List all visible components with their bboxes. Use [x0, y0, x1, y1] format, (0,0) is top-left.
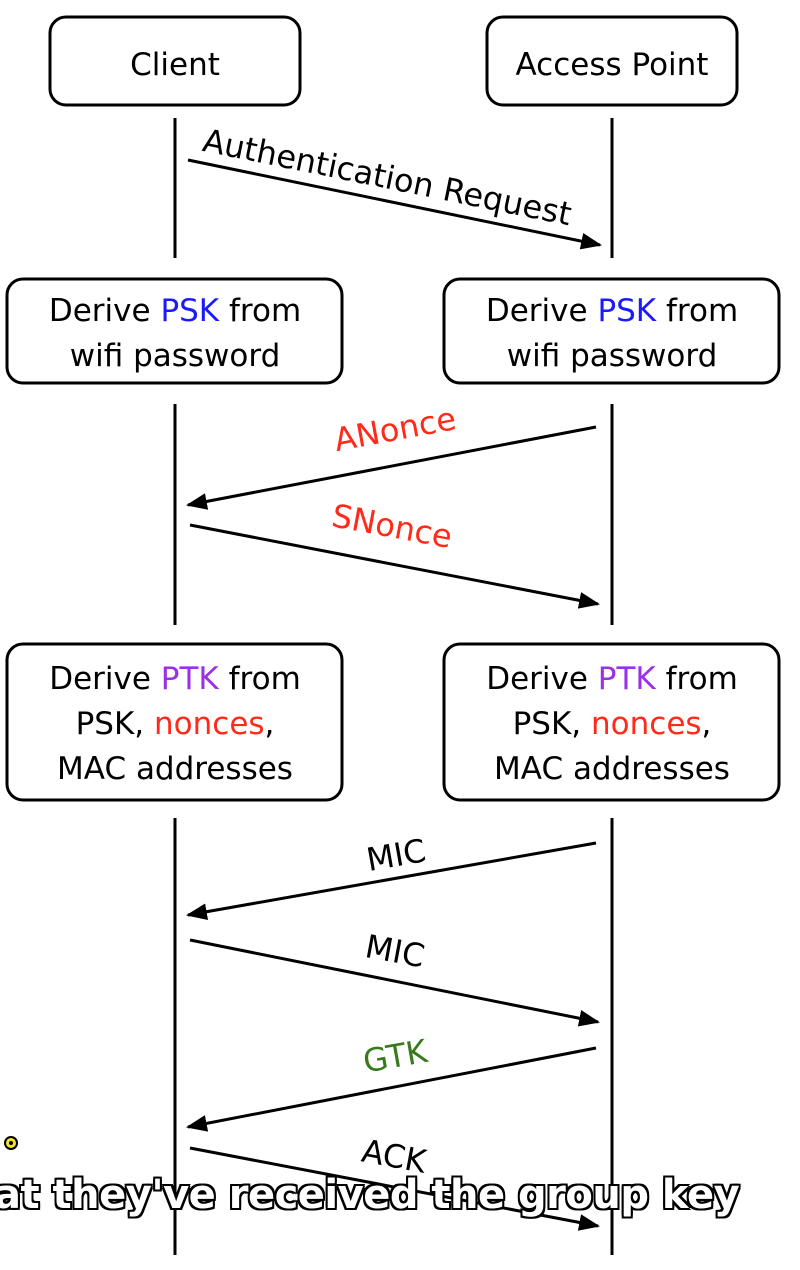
mic-1-arrow: [185, 841, 597, 920]
derive-psk-client-line1: Derive PSK from: [49, 293, 301, 329]
derive-ptk-ap-line1: Derive PTK from: [486, 661, 738, 697]
mic-2-arrow: [189, 938, 601, 1027]
derive-psk-client-line2: wifi password: [70, 338, 281, 374]
snonce-message: SNonce: [189, 496, 601, 609]
derive-ptk-ap-line3: MAC addresses: [494, 751, 730, 787]
mic-2-message: MIC: [189, 927, 601, 1027]
client-participant: Client: [48, 15, 302, 107]
auth-request-arrow: [187, 158, 603, 250]
derive-psk-ap-box: Derive PSK from wifi password: [442, 277, 781, 385]
caption-badge-icon: [4, 1136, 18, 1150]
ack-arrow: [189, 1146, 601, 1231]
snonce-label: SNonce: [329, 496, 455, 555]
auth-request-message: Authentication Request: [187, 121, 603, 250]
gtk-arrow: [185, 1046, 597, 1132]
access-point-label: Access Point: [516, 47, 709, 83]
video-subtitle: at they've received the group key: [0, 1172, 740, 1218]
anonce-message: ANonce: [185, 399, 597, 510]
mic-1-message: MIC: [185, 831, 597, 920]
derive-ptk-client-line2: PSK, nonces,: [76, 706, 275, 742]
derive-ptk-client-line1: Derive PTK from: [49, 661, 301, 697]
derive-ptk-ap-line2: PSK, nonces,: [513, 706, 712, 742]
derive-ptk-client-box: Derive PTK from PSK, nonces, MAC address…: [5, 642, 344, 802]
auth-request-label: Authentication Request: [200, 121, 575, 233]
derive-psk-client-box: Derive PSK from wifi password: [5, 277, 344, 385]
derive-ptk-client-line3: MAC addresses: [57, 751, 293, 787]
access-point-participant: Access Point: [485, 15, 739, 107]
anonce-label: ANonce: [331, 399, 459, 459]
client-label: Client: [130, 47, 220, 83]
derive-ptk-ap-box: Derive PTK from PSK, nonces, MAC address…: [442, 642, 781, 802]
mic-2-label: MIC: [362, 927, 427, 975]
gtk-message: GTK: [185, 1032, 597, 1132]
lifelines: [173, 118, 614, 1255]
snonce-arrow: [189, 523, 601, 609]
anonce-arrow: [185, 425, 597, 510]
gtk-label: GTK: [360, 1032, 431, 1081]
mic-1-label: MIC: [364, 831, 429, 879]
derive-psk-ap-line2: wifi password: [507, 338, 718, 374]
derive-psk-ap-line1: Derive PSK from: [486, 293, 738, 329]
